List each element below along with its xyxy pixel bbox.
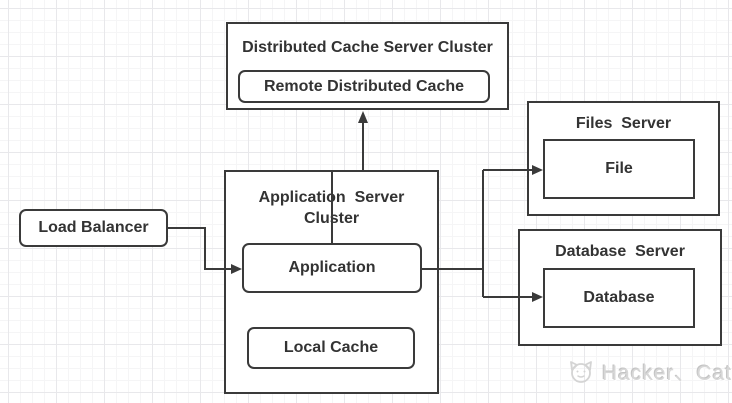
- node-application: Application: [242, 243, 422, 293]
- node-label-database: Database: [583, 289, 655, 306]
- cat-icon: [570, 361, 592, 383]
- node-local-cache: Local Cache: [247, 327, 415, 369]
- node-label-load-balancer: Load Balancer: [38, 219, 149, 236]
- node-title-database-server: Database Server: [555, 243, 685, 260]
- node-label-local-cache: Local Cache: [283, 339, 379, 356]
- watermark: Hacker、Cat: [567, 357, 732, 387]
- edge-loadbalancer-application: [168, 227, 232, 270]
- node-label-file: File: [605, 160, 633, 177]
- node-database: Database: [543, 268, 695, 328]
- node-label-remote-distributed-cache: Remote Distributed Cache: [263, 77, 465, 95]
- node-title-files-server: Files Server: [575, 115, 672, 132]
- node-file: File: [543, 139, 695, 199]
- node-title-application-server-cluster: Application Server Cluster: [258, 189, 405, 227]
- node-remote-distributed-cache: Remote Distributed Cache: [238, 70, 490, 103]
- arrowhead-to-remote-cache: [358, 111, 368, 123]
- node-load-balancer: Load Balancer: [19, 209, 168, 247]
- node-title-distributed-cache-server-cluster: Distributed Cache Server Cluster: [242, 39, 493, 56]
- watermark-text: Hacker、Cat: [602, 362, 732, 385]
- node-label-application: Application: [288, 259, 376, 276]
